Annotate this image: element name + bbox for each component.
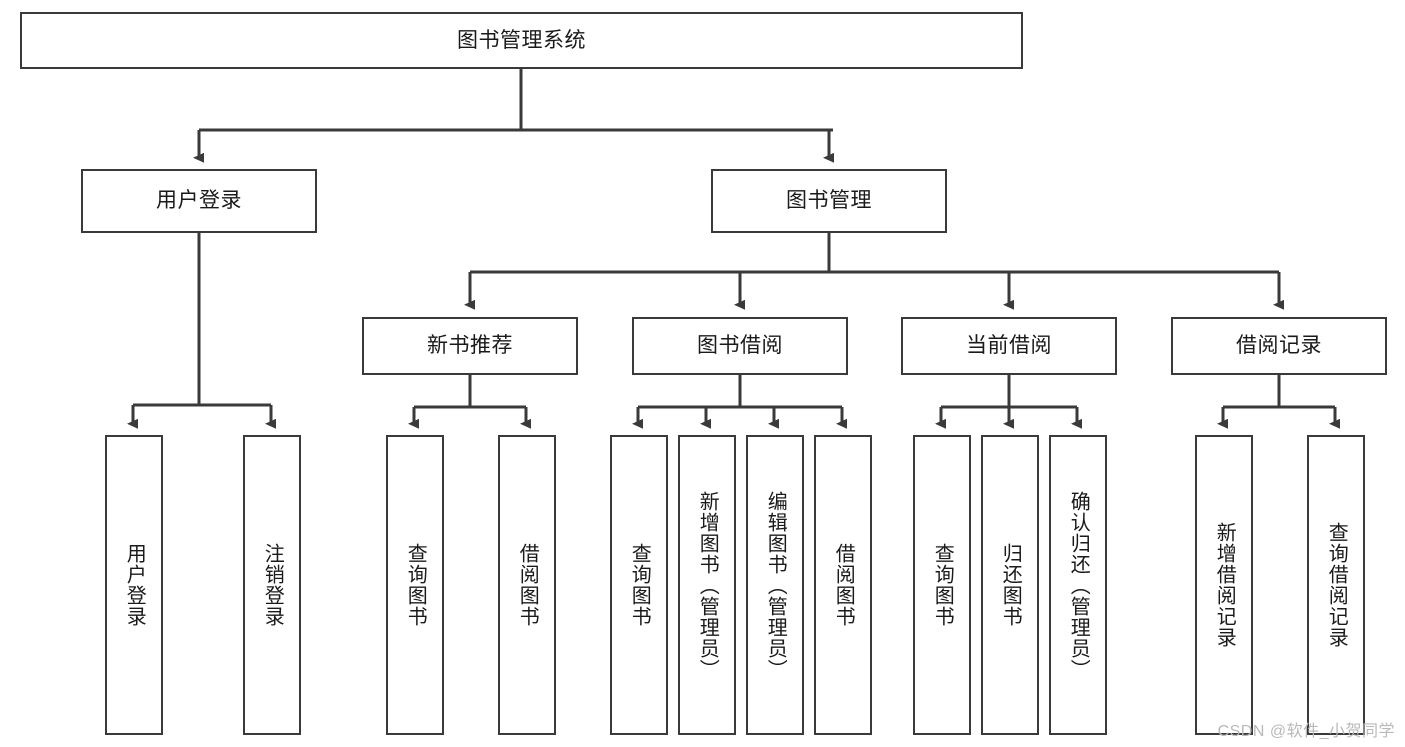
node-label: 图书管理系统 (457, 28, 586, 52)
node-leaf-return-book[interactable]: 归还图书 (981, 435, 1039, 735)
node-label: 用户登录 (156, 189, 242, 213)
node-label: 新书推荐 (427, 334, 513, 358)
node-root-system[interactable]: 图书管理系统 (20, 12, 1023, 69)
node-leaf-logout-login[interactable]: 注销登录 (243, 435, 301, 735)
node-label: 借阅图书 (516, 543, 539, 627)
node-current-borrow[interactable]: 当前借阅 (901, 317, 1117, 375)
node-user-login[interactable]: 用户登录 (81, 169, 317, 233)
node-label: 查询图书 (404, 543, 427, 627)
node-leaf-query-book-current[interactable]: 查询图书 (913, 435, 971, 735)
node-leaf-edit-book[interactable]: 编辑图书（管理员） (746, 435, 804, 735)
node-label: 当前借阅 (966, 334, 1052, 358)
node-label: 查询图书 (628, 543, 651, 627)
node-label: 归还图书 (999, 543, 1022, 627)
node-label: 借阅记录 (1236, 334, 1322, 358)
node-label: 确认归还（管理员） (1067, 490, 1090, 680)
node-label: 图书管理 (786, 189, 872, 213)
node-leaf-add-book[interactable]: 新增图书（管理员） (678, 435, 736, 735)
node-label: 编辑图书（管理员） (764, 490, 787, 680)
node-leaf-borrow-book-recommend[interactable]: 借阅图书 (498, 435, 556, 735)
node-leaf-query-borrow-record[interactable]: 查询借阅记录 (1307, 435, 1365, 735)
node-label: 新增图书（管理员） (696, 490, 719, 680)
node-leaf-query-book-borrow[interactable]: 查询图书 (610, 435, 668, 735)
node-leaf-query-book-recommend[interactable]: 查询图书 (386, 435, 444, 735)
node-book-manage[interactable]: 图书管理 (711, 169, 947, 233)
node-borrow-record[interactable]: 借阅记录 (1171, 317, 1387, 375)
node-label: 查询图书 (931, 543, 954, 627)
node-new-book-recommend[interactable]: 新书推荐 (362, 317, 578, 375)
node-book-borrow[interactable]: 图书借阅 (632, 317, 848, 375)
csdn-watermark: CSDN @软件_小贺同学 (1217, 723, 1395, 740)
node-label: 图书借阅 (697, 334, 783, 358)
node-label: 注销登录 (261, 543, 284, 627)
node-label: 新增借阅记录 (1213, 522, 1236, 648)
node-leaf-confirm-return[interactable]: 确认归还（管理员） (1049, 435, 1107, 735)
node-label: 查询借阅记录 (1325, 522, 1348, 648)
node-label: 用户登录 (123, 543, 146, 627)
node-leaf-user-login[interactable]: 用户登录 (105, 435, 163, 735)
node-leaf-add-borrow-record[interactable]: 新增借阅记录 (1195, 435, 1253, 735)
node-leaf-borrow-book[interactable]: 借阅图书 (814, 435, 872, 735)
node-label: 借阅图书 (832, 543, 855, 627)
